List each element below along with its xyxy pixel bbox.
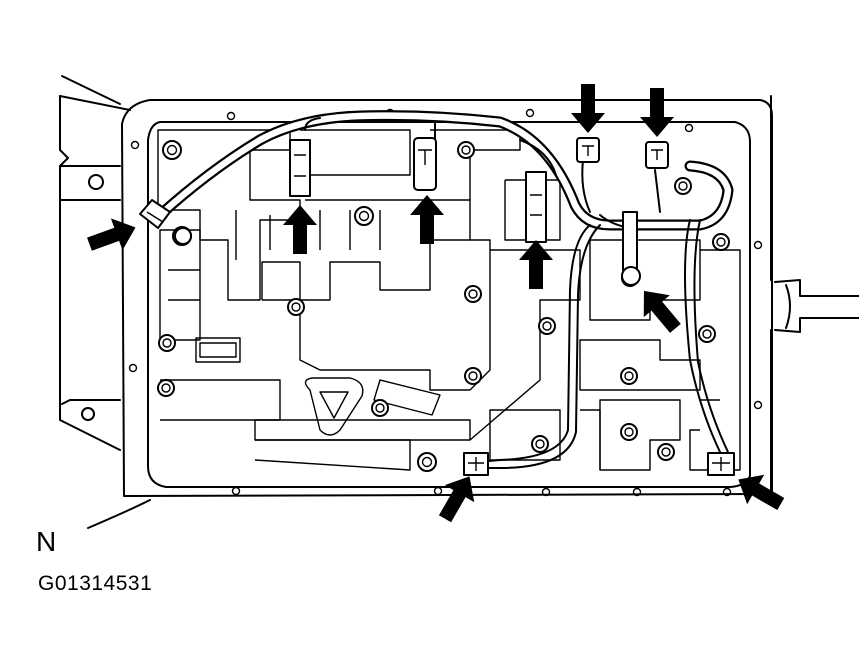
arrow-up-left-connector (83, 211, 142, 261)
wiring-harness (154, 110, 734, 469)
view-letter-label: N (36, 526, 57, 557)
arrow-up-right-connector (729, 464, 790, 519)
arrow-down-connector-2 (640, 88, 674, 137)
oil-pan-flange (121, 99, 773, 497)
arrow-up-solenoid-2 (410, 195, 444, 244)
arrow-down-connector-1 (571, 84, 605, 133)
arrow-diagonal-bolt (630, 279, 689, 340)
arrow-up-solenoid-3 (519, 240, 553, 289)
figure-id-label: G01314531 (38, 572, 153, 595)
arrow-up-lower-connector (430, 467, 485, 528)
harness-connectors (139, 137, 735, 476)
arrow-up-solenoid-1 (283, 205, 317, 254)
valve-body-bolts (157, 140, 730, 472)
